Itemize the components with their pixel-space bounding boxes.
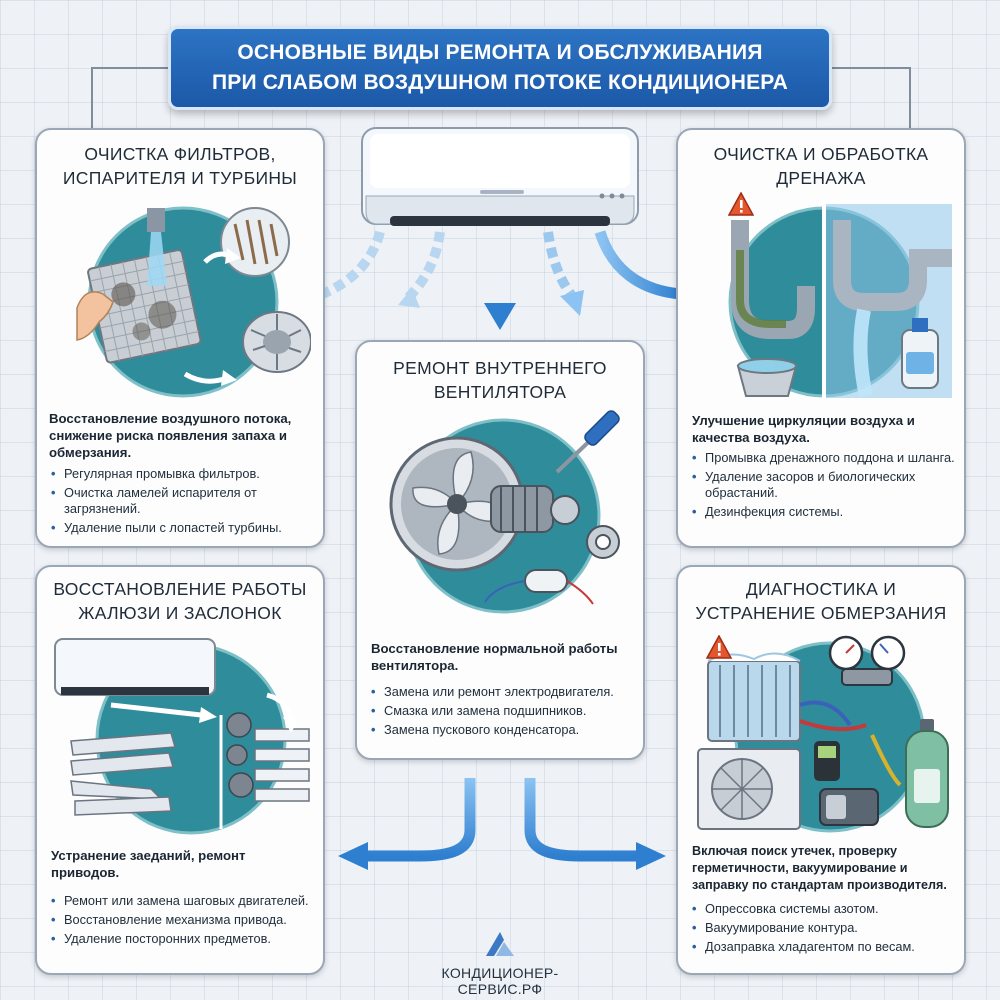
card-freezing: ДИАГНОСТИКА И УСТРАНЕНИЕ ОБМЕРЗАНИЯ (676, 565, 966, 975)
card-freezing-title-line-2: УСТРАНЕНИЕ ОБМЕРЗАНИЯ (695, 603, 947, 623)
list-item: Ремонт или замена шаговых двигателей. (51, 893, 319, 909)
warning-icon (728, 192, 754, 216)
list-item: Замена пускового конденсатора. (371, 722, 637, 738)
card-drainage-description: Улучшение циркуляции воздуха и качества … (692, 412, 960, 446)
list-item: Промывка дренажного поддона и шланга. (692, 450, 958, 466)
page-title: ОСНОВНЫЕ ВИДЫ РЕМОНТА И ОБСЛУЖИВАНИЯ ПРИ… (168, 26, 832, 110)
card-louvers: ВОССТАНОВЛЕНИЕ РАБОТЫ ЖАЛЮЗИ И ЗАСЛОНОК (35, 565, 325, 975)
list-item: Восстановление механизма привода. (51, 912, 319, 928)
card-drainage-desc-line-1: Улучшение циркуляции воздуха и (692, 413, 915, 428)
list-item: Опрессовка системы азотом. (692, 901, 960, 917)
card-louvers-description: Устранение заеданий, ремонт приводов. (51, 847, 319, 881)
card-fan-title-line-2: ВЕНТИЛЯТОРА (433, 382, 567, 402)
list-item: Удаление засоров и биологических обраста… (692, 469, 958, 501)
list-item: Дезинфекция системы. (692, 504, 958, 520)
card-louvers-title-line-1: ВОССТАНОВЛЕНИЕ РАБОТЫ (53, 579, 307, 599)
card-fan-desc-line-2: вентилятора. (371, 658, 459, 673)
card-drainage-desc-line-2: качества воздуха. (692, 430, 810, 445)
page-title-line-2: ПРИ СЛАБОМ ВОЗДУШНОМ ПОТОКЕ КОНДИЦИОНЕРА (211, 71, 789, 94)
card-drainage-title-line-2: ДРЕНАЖА (776, 168, 866, 188)
card-filters-desc-line-1: Восстановление воздушного потока, (49, 411, 292, 426)
card-filters-desc-line-3: обмерзания. (49, 445, 132, 460)
card-freezing-desc-line-1: Включая поиск утечек, проверку (692, 844, 898, 858)
card-drainage-title-line-1: ОЧИСТКА И ОБРАБОТКА (713, 144, 929, 164)
card-freezing-description: Включая поиск утечек, проверку герметичн… (692, 843, 964, 894)
list-item: Удаление пыли с лопастей турбины. (51, 520, 317, 536)
card-freezing-desc-line-2: герметичности, вакуумирование и (692, 861, 908, 875)
card-filters-title: ОЧИСТКА ФИЛЬТРОВ, ИСПАРИТЕЛЯ И ТУРБИНЫ (37, 142, 323, 190)
brand-logo-icon (486, 932, 514, 956)
filter-cleaning-illustration (76, 206, 311, 398)
list-item: Замена или ремонт электродвигателя. (371, 684, 637, 700)
card-drainage: ОЧИСТКА И ОБРАБОТКА ДРЕНАЖА Улучшение ци… (676, 128, 966, 548)
pressure-gauge-icon (828, 635, 906, 686)
card-filters-description: Восстановление воздушного потока, снижен… (49, 410, 319, 461)
card-filters-desc-line-2: снижение риска появления запаха и (49, 428, 287, 443)
list-item: Очистка ламелей испарителя от загрязнени… (51, 485, 317, 517)
list-item: Удаление посторонних предметов. (51, 931, 319, 947)
card-freezing-desc-line-3: заправку по стандартам производителя. (692, 878, 947, 892)
card-filters-title-line-2: ИСПАРИТЕЛЯ И ТУРБИНЫ (62, 168, 298, 188)
card-louvers-desc-line-2: приводов. (51, 865, 120, 880)
card-fan-title-line-1: РЕМОНТ ВНУТРЕННЕГО (393, 358, 607, 378)
card-louvers-title: ВОССТАНОВЛЕНИЕ РАБОТЫ ЖАЛЮЗИ И ЗАСЛОНОК (37, 577, 323, 625)
louvers-illustration (54, 638, 310, 835)
list-item: Вакуумирование контура. (692, 920, 960, 936)
air-conditioner-icon (361, 127, 639, 226)
page-title-line-1: ОСНОВНЫЕ ВИДЫ РЕМОНТА И ОБСЛУЖИВАНИЯ (237, 41, 763, 64)
card-filters: ОЧИСТКА ФИЛЬТРОВ, ИСПАРИТЕЛЯ И ТУРБИНЫ (35, 128, 325, 548)
list-item: Дозаправка хладагентом по весам. (692, 939, 960, 955)
fan-icon (389, 418, 620, 614)
card-freezing-list: Опрессовка системы азотом. Вакуумировани… (692, 901, 960, 958)
card-fan-desc-line-1: Восстановление нормальной работы (371, 641, 618, 656)
card-freezing-title: ДИАГНОСТИКА И УСТРАНЕНИЕ ОБМЕРЗАНИЯ (678, 577, 964, 625)
card-louvers-list: Ремонт или замена шаговых двигателей. Во… (51, 893, 319, 950)
card-filters-title-line-1: ОЧИСТКА ФИЛЬТРОВ, (84, 144, 276, 164)
card-fan-description: Восстановление нормальной работы вентиля… (371, 640, 639, 674)
card-fan-title: РЕМОНТ ВНУТРЕННЕГО ВЕНТИЛЯТОРА (357, 356, 643, 404)
drainage-illustration (728, 200, 952, 398)
list-item: Смазка или замена подшипников. (371, 703, 637, 719)
card-drainage-title: ОЧИСТКА И ОБРАБОТКА ДРЕНАЖА (678, 142, 964, 190)
card-fan: РЕМОНТ ВНУТРЕННЕГО ВЕНТИЛЯТОРА (355, 340, 645, 760)
warning-icon (706, 635, 732, 659)
card-freezing-title-line-1: ДИАГНОСТИКА И (745, 579, 897, 599)
list-item: Регулярная промывка фильтров. (51, 466, 317, 482)
screwdriver-icon (555, 410, 620, 474)
card-drainage-list: Промывка дренажного поддона и шланга. Уд… (692, 450, 958, 523)
card-louvers-desc-line-1: Устранение заеданий, ремонт (51, 848, 246, 863)
card-filters-list: Регулярная промывка фильтров. Очистка ла… (51, 466, 317, 539)
refrigerant-cylinder-icon (905, 719, 949, 828)
card-louvers-title-line-2: ЖАЛЮЗИ И ЗАСЛОНОК (78, 603, 282, 623)
card-fan-list: Замена или ремонт электродвигателя. Смаз… (371, 684, 637, 741)
freezing-illustration (697, 641, 926, 833)
footer-brand: КОНДИЦИОНЕР-СЕРВИС.РФ (441, 965, 559, 997)
